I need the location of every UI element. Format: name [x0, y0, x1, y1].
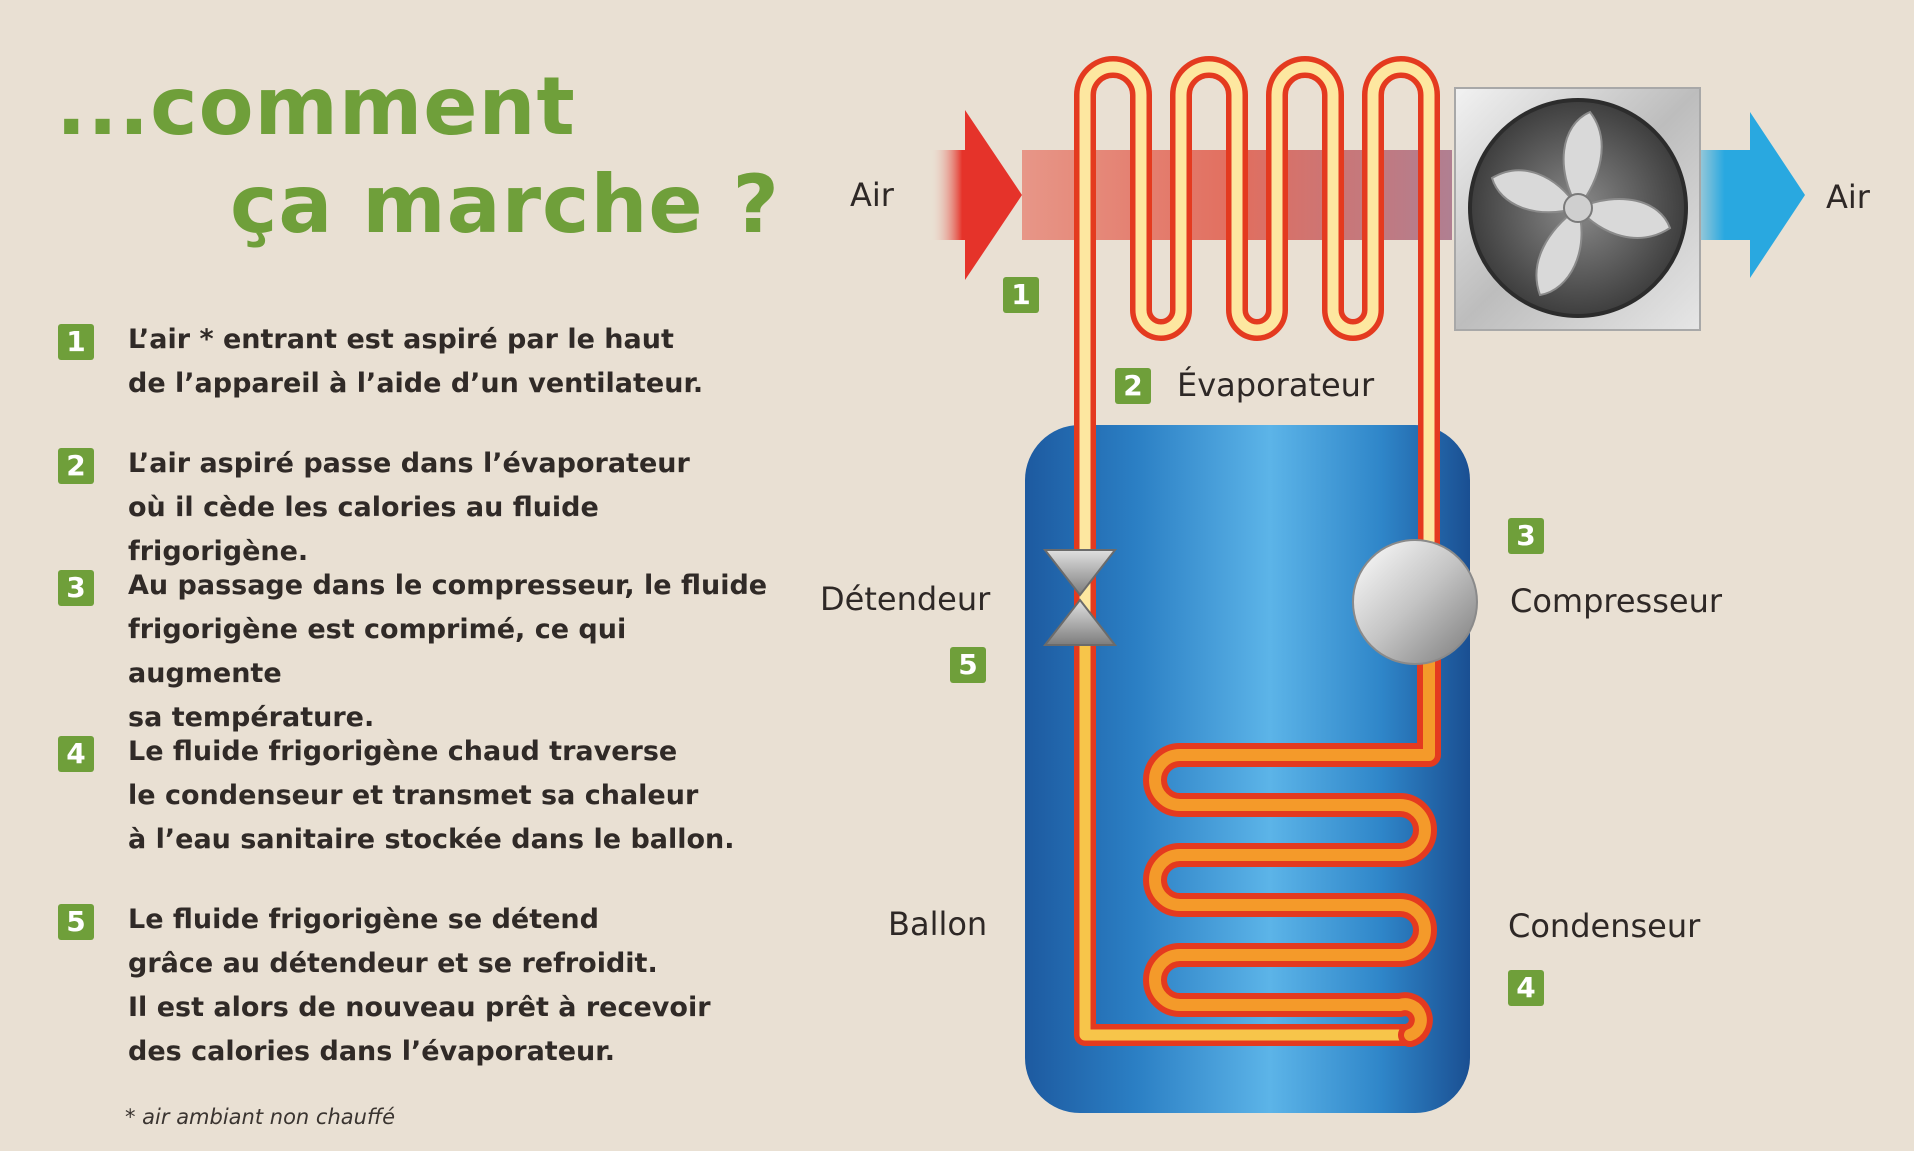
step-text: Le fluide frigorigène chaud traverse le …	[128, 736, 735, 855]
step-badge: 1	[58, 324, 94, 360]
title-line-1: ...comment	[56, 60, 576, 153]
detendeur-label: Détendeur	[820, 580, 991, 618]
badge-fan: 1	[1003, 277, 1039, 313]
compressor-icon	[1352, 539, 1478, 665]
badge-condenseur: 4	[1508, 970, 1544, 1006]
detendeur-valve-icon	[1042, 549, 1118, 646]
evaporateur-label: Évaporateur	[1177, 366, 1375, 404]
condenseur-label: Condenseur	[1508, 907, 1701, 945]
step-text: Au passage dans le compresseur, le fluid…	[128, 570, 768, 733]
ballon-label: Ballon	[888, 905, 988, 943]
badge-compresseur: 3	[1508, 518, 1544, 554]
compresseur-label: Compresseur	[1510, 582, 1723, 620]
badge-detendeur: 5	[950, 647, 986, 683]
step-text: L’air aspiré passe dans l’évaporateur où…	[128, 448, 690, 567]
step-badge: 3	[58, 570, 94, 606]
step-badge: 2	[58, 448, 94, 484]
air-out-label: Air	[1826, 178, 1870, 216]
refrigerant-circuit	[1074, 56, 1441, 1047]
footnote: * air ambiant non chauffé	[125, 1105, 396, 1129]
air-out-arrow	[1690, 112, 1805, 278]
step-badge: 4	[58, 736, 94, 772]
badge-evaporateur: 2	[1115, 368, 1151, 404]
air-in-label: Air	[850, 176, 894, 214]
fan-icon	[1454, 87, 1701, 331]
title-line-2: ça marche ?	[230, 158, 780, 251]
step-text: Le fluide frigorigène se détend grâce au…	[128, 904, 711, 1067]
step-text: L’air * entrant est aspiré par le haut d…	[128, 324, 704, 399]
step-badge: 5	[58, 904, 94, 940]
